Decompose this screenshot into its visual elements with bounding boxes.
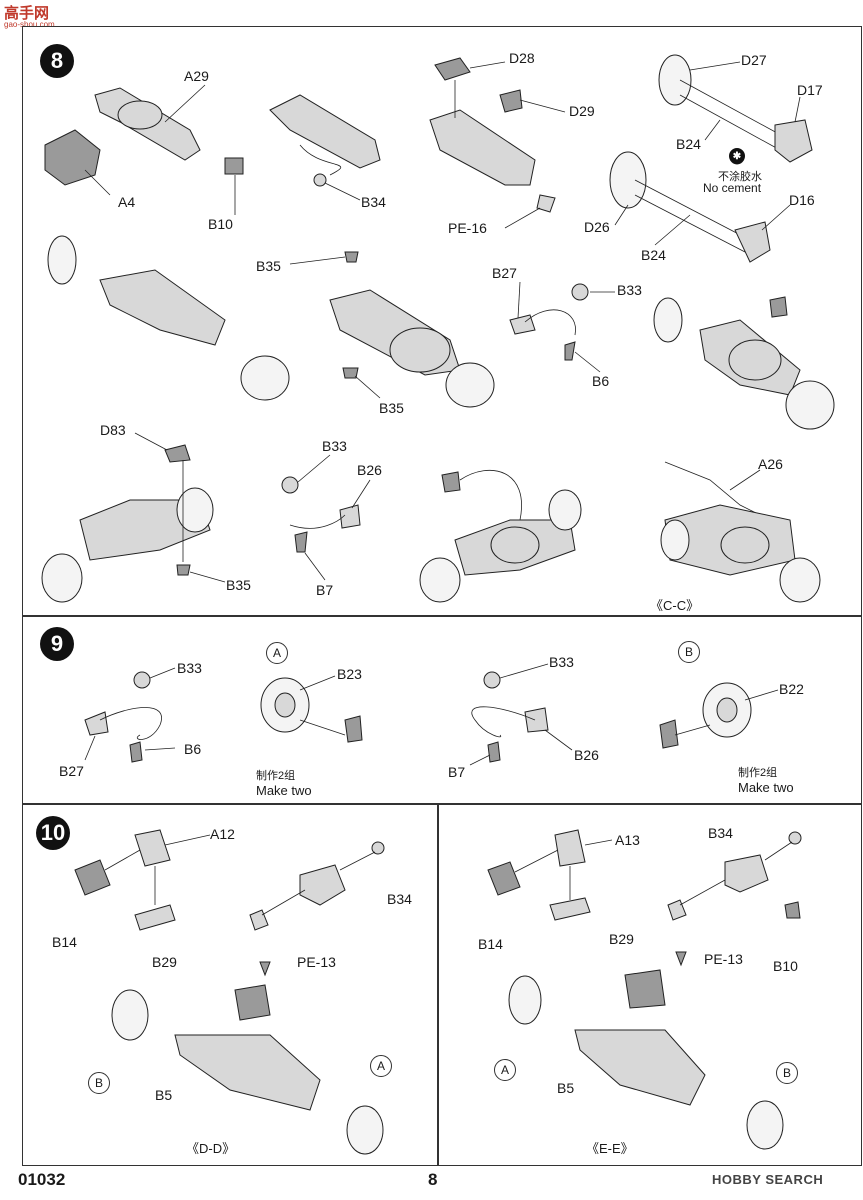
step9-link-drawing-1 <box>84 667 176 763</box>
page-number: 8 <box>428 1170 438 1189</box>
label-b29-right: B29 <box>609 931 634 947</box>
step-10-right-frame <box>438 804 862 1166</box>
axle-assembly-drawing-6 <box>660 461 821 603</box>
label-no-cement-en: No cement <box>703 181 762 195</box>
axle-assembly-drawing-1 <box>47 235 290 401</box>
label-b33-row2: B33 <box>617 282 642 298</box>
label-b7: B7 <box>316 582 334 598</box>
mark-b-right: B <box>776 1062 798 1084</box>
make-two-en-a: Make two <box>256 783 312 798</box>
label-b27: B27 <box>492 265 517 281</box>
step-10-number: 10 <box>36 816 70 850</box>
label-b24-top: B24 <box>676 136 701 152</box>
label-a29: A29 <box>184 68 209 84</box>
label-b27-s9: B27 <box>59 763 84 779</box>
axle-link-drawing-1 <box>509 281 615 373</box>
step9-brake-drum-a <box>260 675 363 743</box>
step10-left-drawing <box>74 829 385 1155</box>
label-no-cement-cn: 不涂胶水 <box>718 171 762 183</box>
site-watermark-url: gao-shou.com <box>4 20 55 29</box>
step-8-frame <box>22 26 862 616</box>
label-b22: B22 <box>779 681 804 697</box>
label-b10: B10 <box>208 216 233 232</box>
axle-housing-drawing-1 <box>44 84 206 196</box>
axle-shaft-drawing-1 <box>658 54 813 165</box>
label-b33-left: B33 <box>177 660 202 676</box>
label-b23: B23 <box>337 666 362 682</box>
kit-code: 01032 <box>18 1170 66 1189</box>
mark-a: A <box>266 642 288 664</box>
label-b34-left: B34 <box>387 891 412 907</box>
label-a26: A26 <box>758 456 783 472</box>
step9-link-drawing-2 <box>469 663 573 766</box>
axle-housing-drawing-3 <box>429 57 566 229</box>
mark-b: B <box>678 641 700 663</box>
make-two-cn-b: 制作2组 <box>738 767 778 779</box>
label-b34-right: B34 <box>708 825 733 841</box>
axle-housing-drawing-2 <box>224 94 381 215</box>
label-b10-right: B10 <box>773 958 798 974</box>
section-e-e: 《E-E》 <box>586 1141 634 1156</box>
step-9-number: 9 <box>40 627 74 661</box>
label-d17: D17 <box>797 82 823 98</box>
label-b26-s9: B26 <box>574 747 599 763</box>
label-b6-s9: B6 <box>184 741 202 757</box>
label-b14-left: B14 <box>52 934 77 950</box>
step9-brake-drum-b <box>659 682 779 749</box>
axle-assembly-drawing-4 <box>41 432 226 603</box>
make-two-en-b: Make two <box>738 780 794 795</box>
label-b29-left: B29 <box>152 954 177 970</box>
axle-shaft-drawing-2 <box>609 151 791 263</box>
make-two-cn-a: 制作2组 <box>256 770 296 782</box>
label-d26: D26 <box>584 219 610 235</box>
label-b33-row3: B33 <box>322 438 347 454</box>
label-d27: D27 <box>741 52 767 68</box>
label-b5-left: B5 <box>155 1087 173 1103</box>
axle-link-drawing-2 <box>281 454 371 581</box>
section-d-d: 《D-D》 <box>186 1141 236 1156</box>
label-pe13-left: PE-13 <box>297 954 336 970</box>
mark-b-left: B <box>88 1072 110 1094</box>
step-10-left-frame <box>22 804 438 1166</box>
label-b34: B34 <box>361 194 386 210</box>
brand-watermark: HOBBY SEARCH <box>712 1172 824 1187</box>
section-c-c: 《C-C》 <box>650 598 700 613</box>
label-pe16: PE-16 <box>448 220 487 236</box>
axle-assembly-drawing-3 <box>653 296 835 430</box>
step-8-number: 8 <box>40 44 74 78</box>
label-b26: B26 <box>357 462 382 478</box>
axle-assembly-drawing-5 <box>419 469 582 603</box>
mark-a-right: A <box>494 1059 516 1081</box>
label-pe13-right: PE-13 <box>704 951 743 967</box>
label-a4: A4 <box>118 194 136 210</box>
step-9-frame <box>22 616 862 804</box>
label-b6: B6 <box>592 373 610 389</box>
label-d28: D28 <box>509 50 535 66</box>
label-a13: A13 <box>615 832 640 848</box>
label-b14-right: B14 <box>478 936 503 952</box>
label-b35-bottom: B35 <box>379 400 404 416</box>
label-b35-row3: B35 <box>226 577 251 593</box>
site-watermark: 高手网 <box>4 5 50 22</box>
axle-assembly-drawing-2 <box>289 251 495 408</box>
label-a12: A12 <box>210 826 235 842</box>
no-cement-icon: ✱ <box>729 148 745 164</box>
label-b35-top: B35 <box>256 258 281 274</box>
step10-right-drawing <box>487 829 802 1150</box>
label-d16: D16 <box>789 192 815 208</box>
label-b7-s9: B7 <box>448 764 466 780</box>
label-b33-right: B33 <box>549 654 574 670</box>
label-d29: D29 <box>569 103 595 119</box>
mark-a-left: A <box>370 1055 392 1077</box>
label-b24-bottom: B24 <box>641 247 666 263</box>
label-b5-right: B5 <box>557 1080 575 1096</box>
label-d83: D83 <box>100 422 126 438</box>
